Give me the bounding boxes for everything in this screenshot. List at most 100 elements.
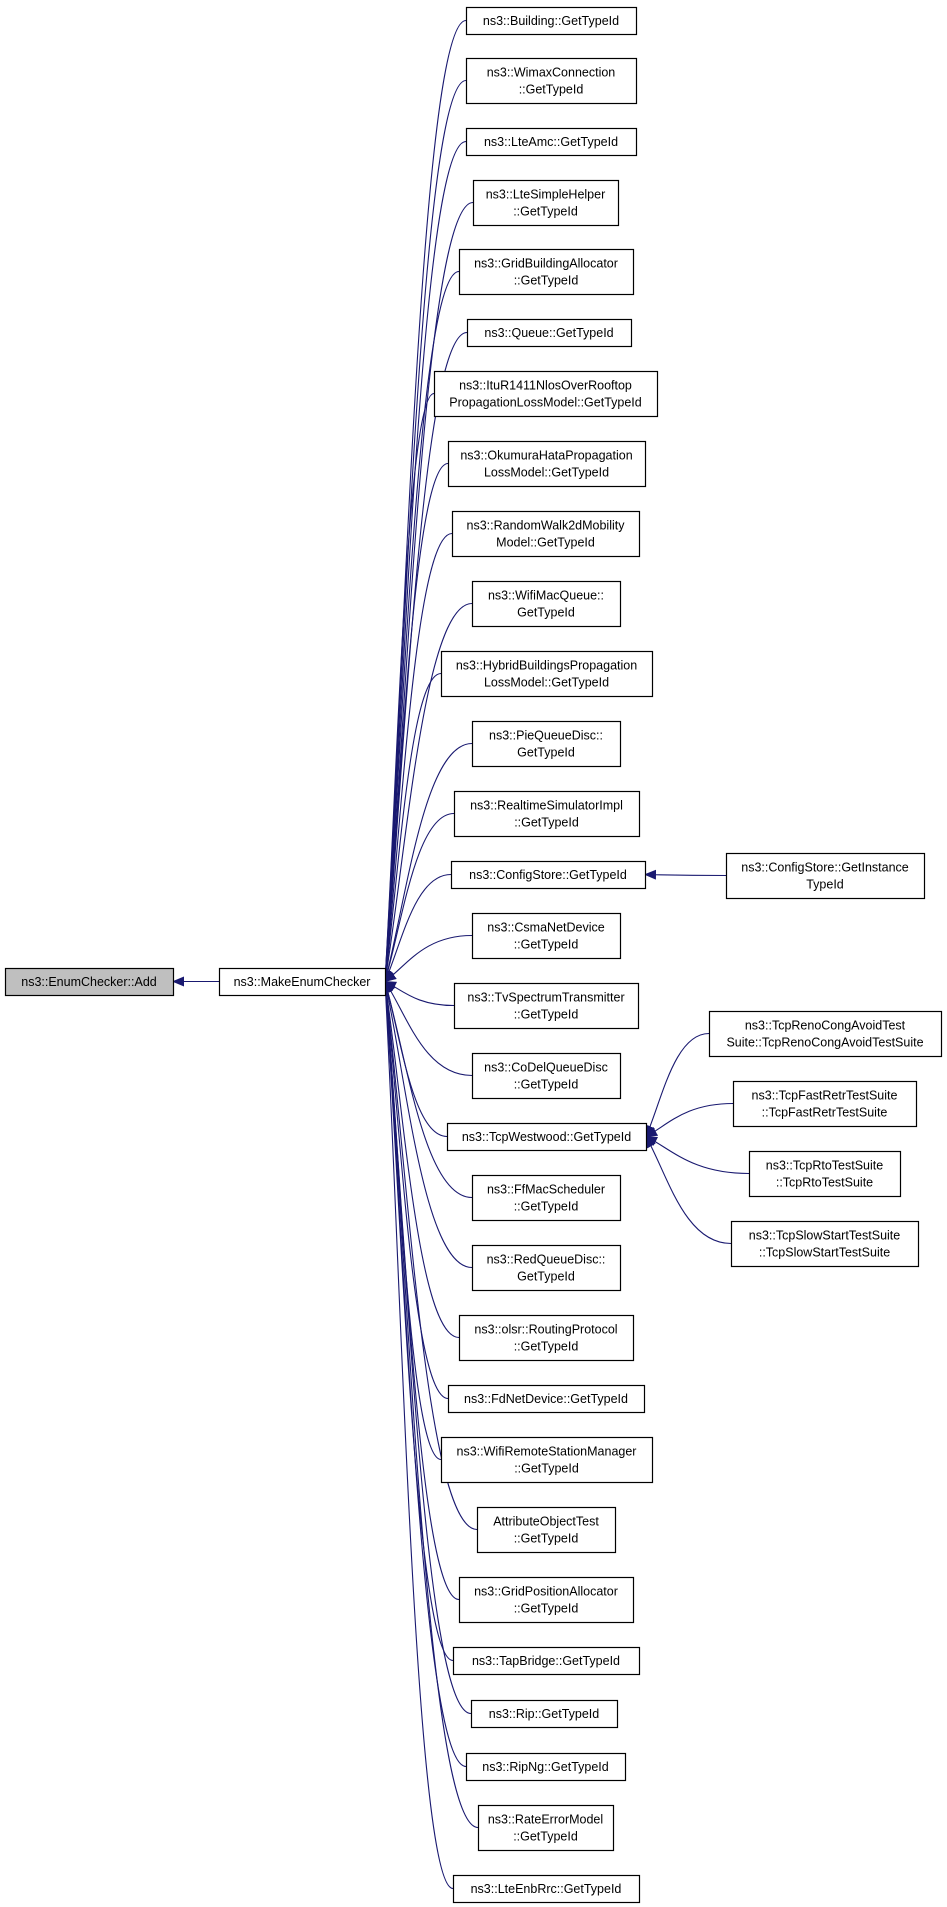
node-realtimesimulator[interactable]: ns3::RealtimeSimulatorImpl::GetTypeId xyxy=(453,790,641,838)
node-box xyxy=(477,1804,615,1852)
node-piequeuedisc[interactable]: ns3::PieQueueDisc::GetTypeId xyxy=(471,720,622,768)
node-label: ns3::LteSimpleHelper xyxy=(486,188,606,202)
node-fdnetdevice[interactable]: ns3::FdNetDevice::GetTypeId xyxy=(447,1384,646,1414)
node-label: ns3::RedQueueDisc:: xyxy=(487,1253,606,1267)
node-wifiremotestation[interactable]: ns3::WifiRemoteStationManager::GetTypeId xyxy=(440,1436,654,1484)
node-tapbridge[interactable]: ns3::TapBridge::GetTypeId xyxy=(452,1646,641,1676)
node-box xyxy=(450,860,647,890)
edge-randomwalk2d-to-makeenumchecker xyxy=(381,532,453,983)
node-label: ::GetTypeId xyxy=(513,205,578,219)
node-label: ::GetTypeId xyxy=(514,1462,579,1476)
node-hybridbuildings[interactable]: ns3::HybridBuildingsPropagationLossModel… xyxy=(440,650,654,698)
edge-tcpslowstart-to-tcpwestwood xyxy=(645,1135,732,1245)
node-tcprenocongavoid[interactable]: ns3::TcpRenoCongAvoidTestSuite::TcpRenoC… xyxy=(708,1010,943,1058)
node-codelqueuedisc[interactable]: ns3::CoDelQueueDisc::GetTypeId xyxy=(471,1052,622,1100)
edge-lteenbrrc-to-makeenumchecker xyxy=(380,980,454,1890)
edge-redqueuedisc-to-makeenumchecker xyxy=(382,980,473,1269)
node-box xyxy=(465,57,638,105)
node-olsrrouting[interactable]: ns3::olsr::RoutingProtocol::GetTypeId xyxy=(458,1314,635,1362)
node-tcpslowstart[interactable]: ns3::TcpSlowStartTestSuite::TcpSlowStart… xyxy=(730,1220,920,1268)
node-rateerrormodel[interactable]: ns3::RateErrorModel::GetTypeId xyxy=(477,1804,615,1852)
edge-realtimesimulator-to-makeenumchecker xyxy=(383,812,455,983)
node-configstore[interactable]: ns3::ConfigStore::GetTypeId xyxy=(450,860,647,890)
edge-rateerrormodel-to-makeenumchecker xyxy=(380,980,479,1829)
node-box xyxy=(708,1010,943,1058)
node-wimaxconnection[interactable]: ns3::WimaxConnection::GetTypeId xyxy=(465,57,638,105)
node-label: TypeId xyxy=(806,878,844,892)
edge-gridbuildingallocator-to-makeenumchecker xyxy=(380,270,460,983)
node-label: ns3::EnumChecker::Add xyxy=(21,975,157,989)
node-label: LossModel::GetTypeId xyxy=(484,466,609,480)
node-box xyxy=(748,1150,902,1198)
node-box xyxy=(466,318,633,348)
node-box xyxy=(471,1174,622,1222)
node-box xyxy=(453,982,640,1030)
node-box xyxy=(440,1436,654,1484)
node-tcpwestwood[interactable]: ns3::TcpWestwood::GetTypeId xyxy=(446,1122,648,1152)
nodes-layer: ns3::EnumChecker::Add ns3::MakeEnumChecke… xyxy=(4,6,943,1904)
node-csmanetdevice[interactable]: ns3::CsmaNetDevice::GetTypeId xyxy=(471,912,622,960)
node-box xyxy=(470,1699,619,1729)
node-label: ns3::RateErrorModel xyxy=(488,1813,603,1827)
node-box xyxy=(451,510,641,558)
node-box xyxy=(472,179,620,227)
edge-configstore_instance-to-configstore xyxy=(644,869,727,880)
node-ffmacscheduler[interactable]: ns3::FfMacScheduler::GetTypeId xyxy=(471,1174,622,1222)
node-box xyxy=(471,912,622,960)
node-label: ::GetTypeId xyxy=(514,1532,579,1546)
node-lteamc[interactable]: ns3::LteAmc::GetTypeId xyxy=(465,127,638,157)
node-label: ::GetTypeId xyxy=(514,1602,579,1616)
node-label: ns3::MakeEnumChecker xyxy=(234,975,371,989)
node-rip[interactable]: ns3::Rip::GetTypeId xyxy=(470,1699,619,1729)
node-label: ::GetTypeId xyxy=(514,1200,579,1214)
node-gridpositionallocator[interactable]: ns3::GridPositionAllocator::GetTypeId xyxy=(458,1576,635,1624)
node-label: ns3::Rip::GetTypeId xyxy=(489,1707,600,1721)
node-box xyxy=(458,248,635,296)
node-label: ns3::TcpRenoCongAvoidTest xyxy=(745,1019,906,1033)
node-label: ns3::GridBuildingAllocator xyxy=(474,257,618,271)
node-redqueuedisc[interactable]: ns3::RedQueueDisc::GetTypeId xyxy=(471,1244,622,1292)
node-label: ns3::GridPositionAllocator xyxy=(474,1585,618,1599)
node-box xyxy=(446,1122,648,1152)
edge-olsrrouting-to-makeenumchecker xyxy=(381,980,460,1339)
node-box xyxy=(725,852,926,900)
node-box xyxy=(4,967,175,997)
node-label: ns3::Building::GetTypeId xyxy=(483,14,619,28)
node-ripng[interactable]: ns3::RipNg::GetTypeId xyxy=(465,1752,627,1782)
node-gridbuildingallocator[interactable]: ns3::GridBuildingAllocator::GetTypeId xyxy=(458,248,635,296)
edge-configstore-to-makeenumchecker xyxy=(384,873,452,983)
node-attributeobjecttest[interactable]: AttributeObjectTest::GetTypeId xyxy=(476,1506,617,1554)
node-tvspectrum[interactable]: ns3::TvSpectrumTransmitter::GetTypeId xyxy=(453,982,640,1030)
node-building[interactable]: ns3::Building::GetTypeId xyxy=(465,6,638,36)
node-label: ns3::PieQueueDisc:: xyxy=(489,729,603,743)
node-ltesimplehelper[interactable]: ns3::LteSimpleHelper::GetTypeId xyxy=(472,179,620,227)
node-wifimacqueue[interactable]: ns3::WifiMacQueue::GetTypeId xyxy=(471,580,622,628)
node-tcpfastretr[interactable]: ns3::TcpFastRetrTestSuite::TcpFastRetrTe… xyxy=(732,1080,918,1128)
edge-attributeobjecttest-to-makeenumchecker xyxy=(381,980,478,1531)
node-label: ns3::HybridBuildingsPropagation xyxy=(456,659,637,673)
node-box xyxy=(471,1244,622,1292)
node-label: GetTypeId xyxy=(517,746,575,760)
node-box xyxy=(452,1874,641,1904)
node-lteenbrrc[interactable]: ns3::LteEnbRrc::GetTypeId xyxy=(452,1874,641,1904)
node-okumurahata[interactable]: ns3::OkumuraHataPropagationLossModel::Ge… xyxy=(447,440,647,488)
node-box xyxy=(453,790,641,838)
node-box xyxy=(218,967,387,997)
node-box xyxy=(476,1506,617,1554)
node-tcprto[interactable]: ns3::TcpRtoTestSuite::TcpRtoTestSuite xyxy=(748,1150,902,1198)
node-itur1411[interactable]: ns3::ItuR1411NlosOverRooftopPropagationL… xyxy=(433,370,659,418)
node-label: ns3::ConfigStore::GetInstance xyxy=(741,861,909,875)
node-box xyxy=(465,127,638,157)
node-enumchecker_add[interactable]: ns3::EnumChecker::Add xyxy=(4,967,175,997)
edge-tcprenocongavoid-to-tcpwestwood xyxy=(645,1032,710,1138)
node-randomwalk2d[interactable]: ns3::RandomWalk2dMobilityModel::GetTypeI… xyxy=(451,510,641,558)
node-queue[interactable]: ns3::Queue::GetTypeId xyxy=(466,318,633,348)
node-label: ::TcpFastRetrTestSuite xyxy=(762,1106,888,1120)
edge-csmanetdevice-to-makeenumchecker xyxy=(384,934,473,983)
node-label: ns3::FfMacScheduler xyxy=(487,1183,605,1197)
node-makeenumchecker[interactable]: ns3::MakeEnumChecker xyxy=(218,967,387,997)
edge-fdnetdevice-to-makeenumchecker xyxy=(381,980,449,1400)
node-label: ::GetTypeId xyxy=(514,1008,579,1022)
node-label: PropagationLossModel::GetTypeId xyxy=(449,396,642,410)
